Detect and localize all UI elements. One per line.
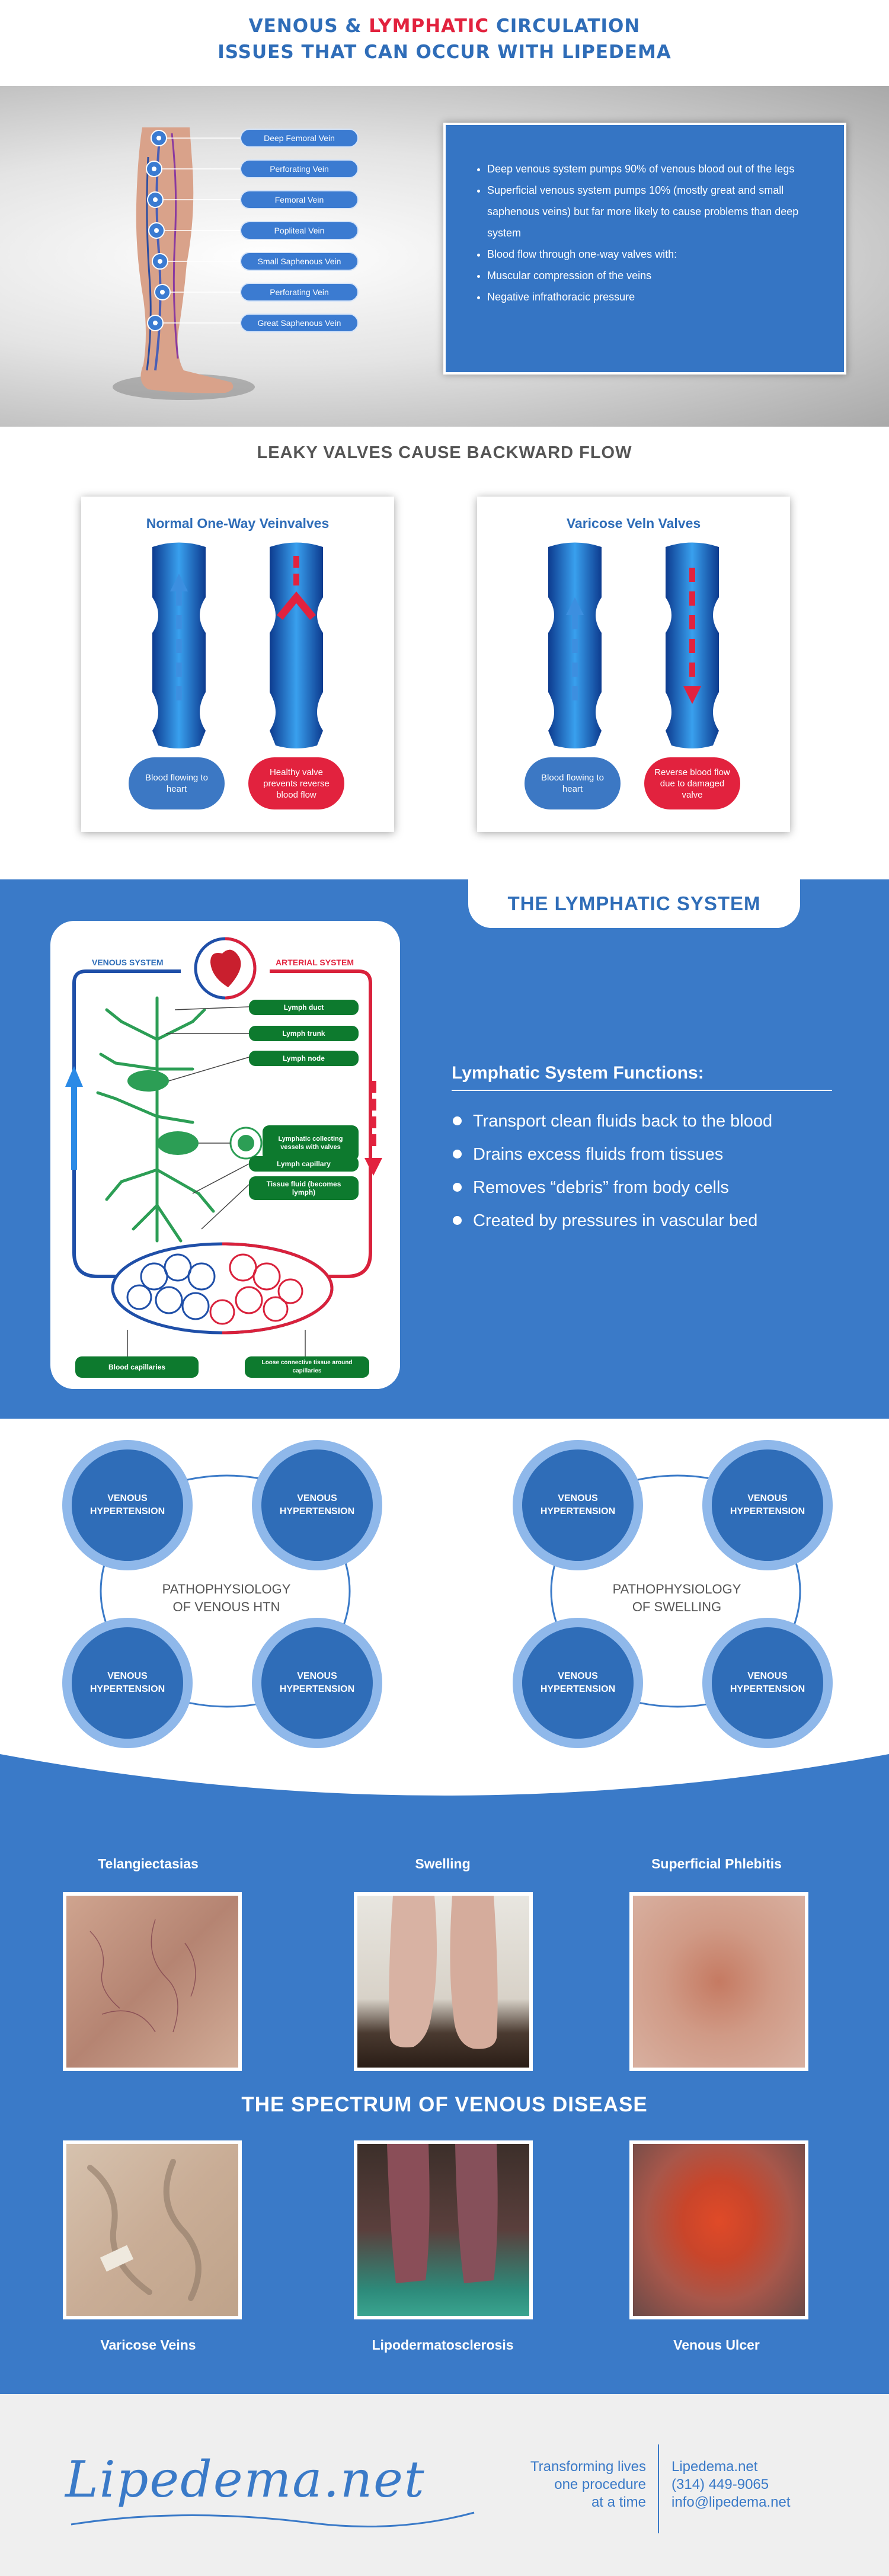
fact-item: Superficial venous system pumps 10% (mos… bbox=[487, 180, 814, 244]
label-lymph-node: Lymph node bbox=[249, 1051, 359, 1066]
lymphatic-title-tab: THE LYMPHATIC SYSTEM bbox=[468, 879, 800, 928]
leg-illustration bbox=[113, 127, 255, 400]
tagline-line: one procedure bbox=[554, 2476, 646, 2492]
cycle1-circle-label: VENOUS HYPERTENSION bbox=[89, 1493, 165, 1516]
lipedema-logo: Lipedema.net bbox=[65, 2450, 426, 2508]
varicose-valves-title: Varicose Veln Valves bbox=[566, 516, 701, 531]
swelling-photo bbox=[354, 1892, 533, 2071]
leg-veins-section: Deep Femoral Vein Perforating Vein Femor… bbox=[0, 86, 889, 427]
tagline: Transforming lives one procedure at a ti… bbox=[498, 2458, 646, 2511]
vein-label: Perforating Vein bbox=[240, 283, 359, 302]
logo-swash bbox=[71, 2511, 475, 2528]
leaky-valves-title: LEAKY VALVES CAUSE BACKWARD FLOW bbox=[257, 443, 632, 462]
page-title-line1: VENOUS & LYMPHATIC CIRCULATION bbox=[248, 15, 641, 37]
fact-item: Negative infrathoracic pressure bbox=[487, 286, 814, 308]
vein-label: Femoral Vein bbox=[240, 190, 359, 209]
cycle2-center-label: PATHOPHYSIOLOGY OF SWELLING bbox=[612, 1582, 741, 1614]
lymphatic-functions-title: Lymphatic System Functions: bbox=[452, 1063, 704, 1083]
normal-valves-title: Normal One-Way Veinvalves bbox=[146, 516, 330, 531]
photo-label: Varicose Veins bbox=[100, 2337, 196, 2353]
fact-item: Blood flow through one-way valves with: bbox=[487, 244, 814, 265]
function-item: Transport clean fluids back to the blood bbox=[452, 1105, 772, 1138]
lymphatic-diagram-card: VENOUS SYSTEM ARTERIAL SYSTEM bbox=[50, 921, 400, 1389]
venous-system-label: VENOUS SYSTEM bbox=[92, 958, 164, 967]
email-link[interactable]: info@lipedema.net bbox=[671, 2494, 791, 2510]
label-lymph-capillary: Lymph capillary bbox=[249, 1156, 359, 1172]
function-item: Drains excess fluids from tissues bbox=[452, 1138, 772, 1171]
footer: Lipedema.net Transforming lives one proc… bbox=[0, 2394, 889, 2576]
tagline-line: Transforming lives bbox=[530, 2459, 646, 2475]
venous-facts-box: Deep venous system pumps 90% of venous b… bbox=[443, 123, 846, 375]
photo-label: Venous Ulcer bbox=[673, 2337, 760, 2353]
lipodermatosclerosis-photo bbox=[354, 2140, 533, 2319]
page-header: VENOUS & LYMPHATIC CIRCULATION ISSUES TH… bbox=[0, 0, 889, 86]
label-lymph-trunk: Lymph trunk bbox=[249, 1026, 359, 1041]
normal-valves-illustration bbox=[152, 542, 323, 748]
photo-label: Telangiectasias bbox=[98, 1856, 199, 1871]
website-link[interactable]: Lipedema.net bbox=[671, 2459, 758, 2475]
normal-valves-card: Normal One-Way Veinvalves Blood flowing … bbox=[81, 497, 394, 832]
spectrum-title: THE SPECTRUM OF VENOUS DISEASE bbox=[241, 2093, 648, 2116]
lymphatic-diagram bbox=[65, 937, 382, 1356]
venous-htn-cycle bbox=[62, 1440, 382, 1748]
page-title-line2: ISSUES THAT CAN OCCUR WITH LIPEDEMA bbox=[218, 41, 671, 63]
functions-underline bbox=[452, 1090, 832, 1091]
varicose-veins-photo bbox=[63, 2140, 242, 2319]
photo-label: Lipodermatosclerosis bbox=[372, 2337, 514, 2353]
varicose-valves-illustration bbox=[548, 542, 719, 748]
cycle2-circle-label: VENOUS HYPERTENSION bbox=[730, 1493, 805, 1516]
vein-label: Perforating Vein bbox=[240, 159, 359, 178]
label-loose-connective-tissue: Loose connective tissue around capillari… bbox=[245, 1356, 369, 1378]
pill-blood-to-heart: Blood flowing to heart bbox=[129, 757, 225, 809]
pill-healthy-valve: Healthy valve prevents reverse blood flo… bbox=[248, 757, 344, 809]
cycle1-circle-label: VENOUS HYPERTENSION bbox=[89, 1671, 165, 1694]
label-tissue-fluid: Tissue fluid (becomes lymph) bbox=[249, 1176, 359, 1200]
telangiectasias-photo bbox=[63, 1892, 242, 2071]
cycle2-circle-label: VENOUS HYPERTENSION bbox=[540, 1493, 616, 1516]
photo-label: Swelling bbox=[415, 1856, 471, 1871]
footer-divider bbox=[658, 2444, 659, 2533]
venous-ulcer-photo bbox=[629, 2140, 808, 2319]
tagline-line: at a time bbox=[591, 2494, 646, 2510]
cycle1-center-label: PATHOPHYSIOLOGY OF VENOUS HTN bbox=[162, 1582, 291, 1614]
varicose-valves-card: Varicose Veln Valves Blood flowing to he… bbox=[477, 497, 790, 832]
lymphatic-functions-list: Transport clean fluids back to the blood… bbox=[452, 1105, 772, 1237]
fact-item: Deep venous system pumps 90% of venous b… bbox=[487, 158, 814, 180]
contact-info: Lipedema.net (314) 449-9065 info@lipedem… bbox=[671, 2458, 790, 2511]
vein-label: Small Saphenous Vein bbox=[240, 252, 359, 271]
function-item: Removes “debris” from body cells bbox=[452, 1171, 772, 1204]
label-collecting-vessels: Lymphatic collecting vessels with valves bbox=[263, 1125, 359, 1161]
vein-label: Popliteal Vein bbox=[240, 221, 359, 240]
photo-label: Superficial Phlebitis bbox=[651, 1856, 782, 1871]
lymphatic-section: THE LYMPHATIC SYSTEM VENOUS SYSTEM ARTER… bbox=[0, 879, 889, 1419]
label-blood-capillaries: Blood capillaries bbox=[75, 1356, 199, 1378]
vein-label: Great Saphenous Vein bbox=[240, 313, 359, 332]
pill-damaged-valve: Reverse blood flow due to damaged valve bbox=[644, 757, 740, 809]
function-item: Created by pressures in vascular bed bbox=[452, 1204, 772, 1237]
phone-number[interactable]: (314) 449-9065 bbox=[671, 2476, 769, 2492]
fact-item: Muscular compression of the veins bbox=[487, 265, 814, 286]
cycle2-circle-label: VENOUS HYPERTENSION bbox=[730, 1671, 805, 1694]
vein-label: Deep Femoral Vein bbox=[240, 129, 359, 148]
swelling-cycle bbox=[513, 1440, 833, 1748]
superficial-phlebitis-photo bbox=[629, 1892, 808, 2071]
arterial-system-label: ARTERIAL SYSTEM bbox=[276, 958, 354, 967]
label-lymph-duct: Lymph duct bbox=[249, 1000, 359, 1015]
cycle2-circle-label: VENOUS HYPERTENSION bbox=[540, 1671, 616, 1694]
cycle1-circle-label: VENOUS HYPERTENSION bbox=[279, 1671, 355, 1694]
lymphatic-title: THE LYMPHATIC SYSTEM bbox=[507, 892, 761, 914]
cycle1-circle-label: VENOUS HYPERTENSION bbox=[279, 1493, 355, 1516]
pill-blood-to-heart: Blood flowing to heart bbox=[525, 757, 621, 809]
